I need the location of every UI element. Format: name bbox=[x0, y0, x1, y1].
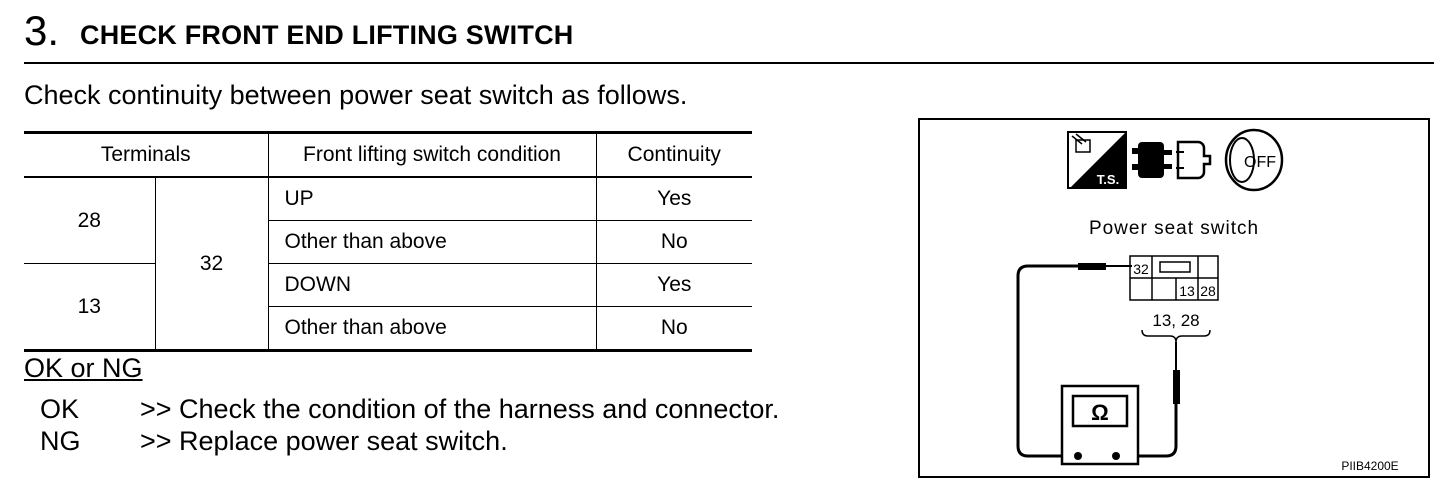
header-condition: Front lifting switch condition bbox=[267, 132, 597, 178]
step-header: 3. CHECK FRONT END LIFTING SWITCH bbox=[24, 6, 1434, 64]
header-continuity: Continuity bbox=[595, 132, 752, 178]
ohm-symbol: Ω bbox=[1091, 400, 1109, 425]
terminal-common-cell: 32 bbox=[154, 176, 269, 351]
ok-or-ng-title: OK or NG bbox=[24, 353, 143, 383]
step-number: 3. bbox=[24, 7, 60, 54]
step-title: CHECK FRONT END LIFTING SWITCH bbox=[80, 20, 574, 50]
result-ok: OK >> Check the condition of the harness … bbox=[40, 393, 779, 425]
tester-icon: T.S. bbox=[1067, 131, 1127, 189]
continuity-table: Terminals Front lifting switch condition… bbox=[24, 131, 752, 352]
connector-disconnect-icon bbox=[1132, 140, 1212, 180]
figure-caption: Power seat switch bbox=[1089, 218, 1259, 239]
continuity-cell: No bbox=[595, 306, 752, 351]
result-text: >> Replace power seat switch. bbox=[140, 426, 508, 456]
figure-code: PIIB4200E bbox=[1341, 459, 1398, 473]
terminal-cell: 28 bbox=[24, 176, 156, 264]
condition-cell: UP bbox=[267, 176, 597, 221]
ts-label: T.S. bbox=[1097, 172, 1119, 187]
test-leads bbox=[1016, 263, 1180, 458]
result-label: OK bbox=[40, 394, 80, 424]
continuity-cell: Yes bbox=[595, 176, 752, 221]
condition-cell: Other than above bbox=[268, 306, 597, 351]
terminal-cell: 13 bbox=[24, 263, 156, 351]
pin-bottom-label: 13 bbox=[1179, 283, 1195, 299]
probe-label: 13, 28 bbox=[1152, 311, 1199, 330]
circuit-figure: T.S. OFF Power seat switch bbox=[918, 118, 1430, 478]
table-row: 13 DOWN Yes bbox=[24, 263, 752, 351]
table-row: Other than above No bbox=[24, 306, 752, 351]
intro-text: Check continuity between power seat swit… bbox=[24, 80, 688, 110]
continuity-cell: Yes bbox=[595, 263, 752, 307]
result-text: >> Check the condition of the harness an… bbox=[140, 394, 780, 424]
condition-cell: Other than above bbox=[268, 220, 597, 264]
table-row: Other than above No bbox=[24, 220, 752, 264]
continuity-cell: No bbox=[595, 220, 752, 264]
condition-cell: DOWN bbox=[267, 263, 597, 307]
pin-bottom-label: 28 bbox=[1200, 283, 1216, 299]
pin-top-label: 32 bbox=[1133, 261, 1149, 277]
switch-connector: 32 13 28 bbox=[1129, 255, 1219, 301]
header-terminals: Terminals bbox=[24, 132, 269, 178]
off-label: OFF bbox=[1244, 154, 1276, 171]
table-row: 28 32 UP Yes bbox=[24, 176, 752, 351]
ignition-off-icon: OFF bbox=[1224, 128, 1284, 192]
result-label: NG bbox=[40, 426, 81, 456]
result-ng: NG >> Replace power seat switch. bbox=[40, 425, 508, 457]
table-header-row: Terminals Front lifting switch condition… bbox=[24, 132, 752, 178]
ohmmeter: Ω bbox=[1060, 384, 1140, 466]
